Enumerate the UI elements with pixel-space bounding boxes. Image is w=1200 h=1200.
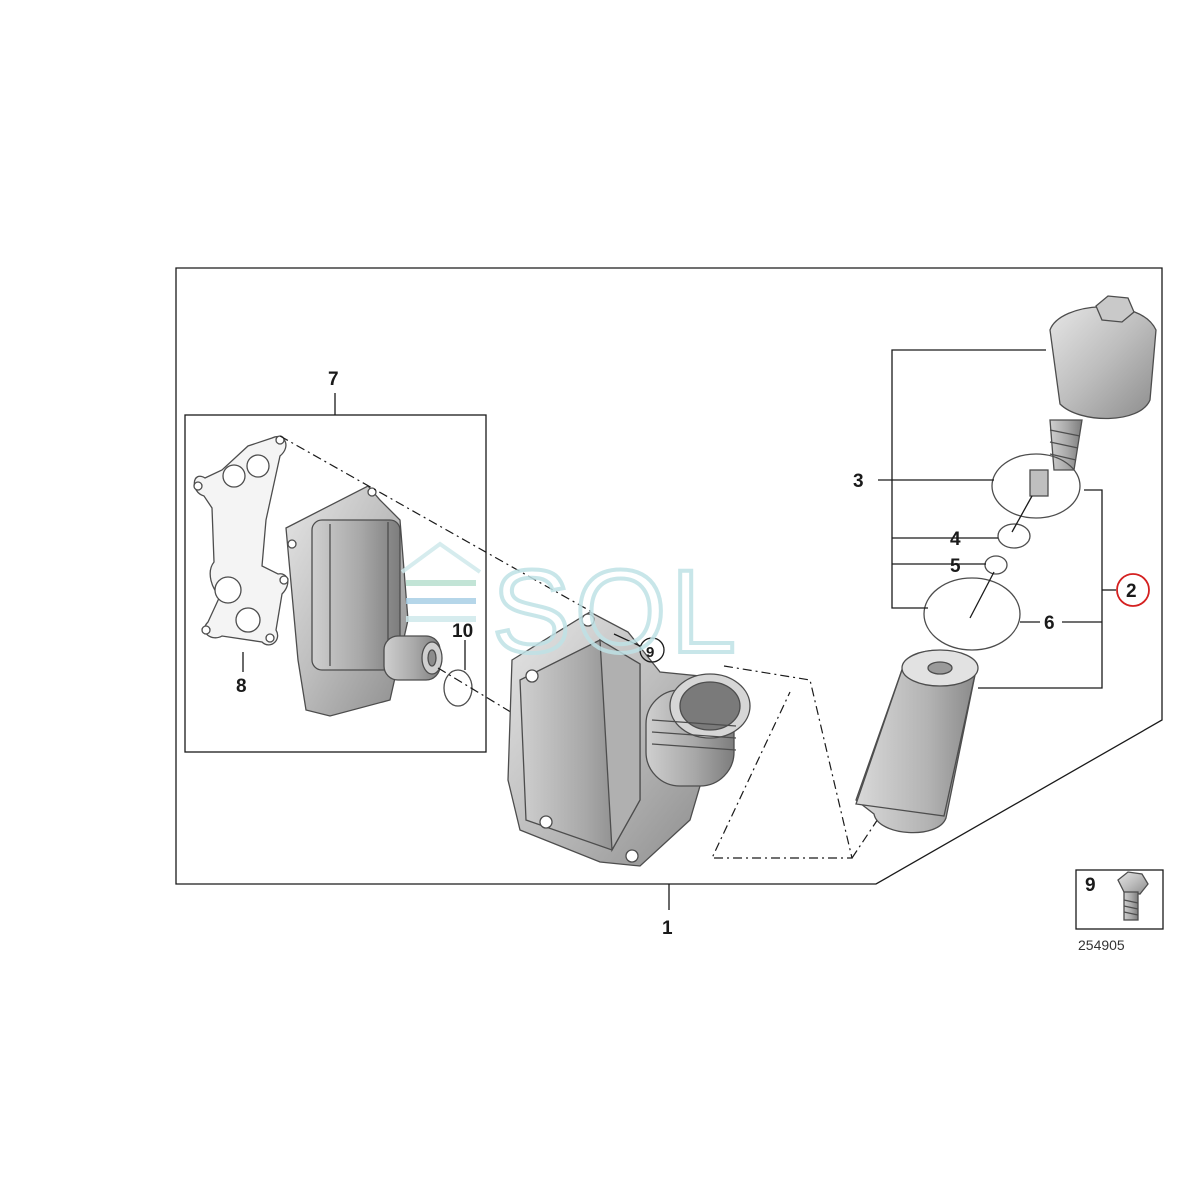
seal-ring-10-drawing <box>443 669 473 707</box>
callout-9: 9 <box>646 644 654 661</box>
callout-2-highlight <box>1116 573 1150 607</box>
guide-line <box>1011 495 1033 533</box>
ring-4-drawing <box>997 523 1031 549</box>
filter-element-drawing <box>855 649 979 834</box>
callout-4: 4 <box>950 529 961 550</box>
filter-cap-drawing <box>1029 295 1157 497</box>
callout-3: 3 <box>853 471 864 492</box>
bolt-inset-box <box>1075 869 1164 930</box>
callout-2: 2 <box>1126 581 1137 602</box>
ring-5-drawing <box>984 555 1008 575</box>
gasket-8-drawing <box>193 435 289 646</box>
callout-9-circle <box>639 637 665 663</box>
leader-line-9 <box>613 633 641 647</box>
ring-6-drawing <box>923 577 1021 651</box>
sol-watermark: SOL <box>400 541 740 680</box>
assembly-line <box>279 435 593 613</box>
callout-6: 6 <box>1044 613 1055 634</box>
assembly-line <box>437 667 515 715</box>
callout-7: 7 <box>328 369 339 390</box>
inset-label: 9 <box>1085 875 1096 896</box>
assembly-outline <box>175 267 1163 885</box>
bracket-2 <box>978 489 1103 689</box>
bracket-3-4-5 <box>891 349 1046 609</box>
callout-8: 8 <box>236 676 247 697</box>
callout-10: 10 <box>452 621 473 642</box>
bolt-drawing <box>1117 871 1149 921</box>
guide-line <box>969 571 995 619</box>
watermark-text: SOL <box>492 546 740 678</box>
callout-5: 5 <box>950 556 961 577</box>
oil-filter-housing-drawing <box>507 611 751 867</box>
ring-3-drawing <box>991 453 1081 519</box>
inset-ref-number: 254905 <box>1078 937 1125 953</box>
oil-cooler-drawing <box>285 485 443 717</box>
callout-1: 1 <box>662 918 673 939</box>
